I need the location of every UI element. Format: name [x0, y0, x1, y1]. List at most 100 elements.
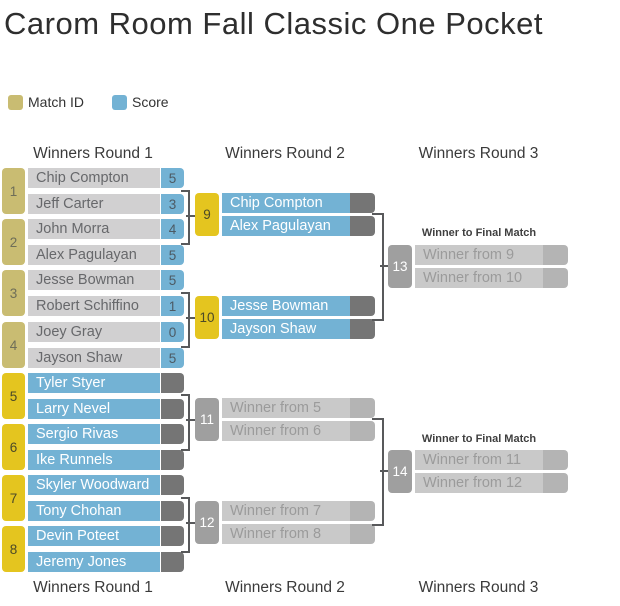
player-name: Chip Compton — [222, 193, 350, 213]
player-score — [161, 373, 184, 393]
score-swatch-icon — [112, 94, 128, 110]
player-name: Alex Pagulayan — [222, 216, 350, 236]
player-name: Jeremy Jones — [28, 552, 160, 572]
player-score — [161, 552, 184, 572]
player-score: 3 — [161, 194, 184, 214]
match-id-tab: 13 — [388, 245, 412, 288]
player-name: Robert Schiffino — [28, 296, 160, 316]
bracket-connector — [181, 497, 190, 553]
match-9[interactable]: 9 Chip Compton Alex Pagulayan — [195, 193, 375, 236]
player-score: 1 — [161, 296, 184, 316]
bracket-connector — [181, 292, 190, 348]
player-score — [161, 399, 184, 419]
match-id-tab: 1 — [2, 168, 25, 214]
match-14[interactable]: 14 Winner from 11 Winner from 12 — [388, 450, 568, 493]
player-name: John Morra — [28, 219, 160, 239]
match-7[interactable]: 7 Skyler Woodward Tony Chohan — [2, 475, 184, 521]
player-score: 0 — [161, 322, 184, 342]
match-id-tab: 11 — [195, 398, 219, 441]
player-name: Jeff Carter — [28, 194, 160, 214]
player-score — [161, 501, 184, 521]
match-12[interactable]: 12 Winner from 7 Winner from 8 — [195, 501, 375, 544]
match-id-tab: 8 — [2, 526, 25, 572]
player-name: Jayson Shaw — [222, 319, 350, 339]
player-name: Jayson Shaw — [28, 348, 160, 368]
player-score: 5 — [161, 348, 184, 368]
player-name: Skyler Woodward — [28, 475, 160, 495]
player-name: Tony Chohan — [28, 501, 160, 521]
player-name: Winner from 6 — [222, 421, 350, 441]
player-name: Winner from 12 — [415, 473, 543, 493]
player-name: Sergio Rivas — [28, 424, 160, 444]
match-id-tab: 7 — [2, 475, 25, 521]
player-name: Tyler Styer — [28, 373, 160, 393]
bracket-connector — [186, 317, 195, 319]
match-6[interactable]: 6 Sergio Rivas Ike Runnels — [2, 424, 184, 470]
player-score — [543, 245, 568, 265]
match-10[interactable]: 10 Jesse Bowman Jayson Shaw — [195, 296, 375, 339]
legend: Match ID Score — [8, 94, 169, 110]
player-name: Winner from 9 — [415, 245, 543, 265]
bracket-connector — [380, 265, 388, 267]
bracket-connector — [372, 418, 384, 526]
match-11[interactable]: 11 Winner from 5 Winner from 6 — [195, 398, 375, 441]
match-id-tab: 2 — [2, 219, 25, 265]
player-name: Winner from 11 — [415, 450, 543, 470]
bracket-connector — [181, 190, 190, 245]
player-score — [161, 475, 184, 495]
player-score: 4 — [161, 219, 184, 239]
player-score: 5 — [161, 245, 184, 265]
match-5[interactable]: 5 Tyler Styer Larry Nevel — [2, 373, 184, 419]
player-score — [350, 296, 375, 316]
player-score — [161, 450, 184, 470]
player-name: Winner from 10 — [415, 268, 543, 288]
match-id-swatch-icon — [8, 94, 23, 110]
column-header-winners-round-3: Winners Round 3 — [418, 145, 539, 162]
match-id-tab: 10 — [195, 296, 219, 339]
column-footer-winners-round-2: Winners Round 2 — [225, 579, 345, 596]
match-id-tab: 14 — [388, 450, 412, 493]
match-8[interactable]: 8 Devin Poteet Jeremy Jones — [2, 526, 184, 572]
bracket-connector — [186, 215, 195, 217]
column-footer-winners-round-3: Winners Round 3 — [418, 579, 539, 596]
player-score — [350, 398, 375, 418]
player-name: Devin Poteet — [28, 526, 160, 546]
player-name: Jesse Bowman — [222, 296, 350, 316]
player-score — [350, 193, 375, 213]
player-score — [350, 501, 375, 521]
player-score — [161, 526, 184, 546]
player-score: 5 — [161, 168, 184, 188]
match-13[interactable]: 13 Winner from 9 Winner from 10 — [388, 245, 568, 288]
match-id-tab: 12 — [195, 501, 219, 544]
player-name: Winner from 7 — [222, 501, 350, 521]
match-id-tab: 9 — [195, 193, 219, 236]
bracket-connector — [186, 419, 195, 421]
player-score — [350, 421, 375, 441]
winner-to-final-label: Winner to Final Match — [421, 433, 537, 445]
player-score — [543, 268, 568, 288]
player-name: Chip Compton — [28, 168, 160, 188]
legend-label: Score — [132, 94, 169, 110]
bracket-connector — [380, 470, 388, 472]
player-score — [543, 473, 568, 493]
player-name: Winner from 5 — [222, 398, 350, 418]
match-id-tab: 6 — [2, 424, 25, 470]
player-name: Jesse Bowman — [28, 270, 160, 290]
player-score — [543, 450, 568, 470]
player-score — [350, 319, 375, 339]
player-name: Joey Gray — [28, 322, 160, 342]
player-score — [350, 216, 375, 236]
bracket-connector — [186, 522, 195, 524]
column-header-winners-round-2: Winners Round 2 — [225, 145, 345, 162]
player-name: Alex Pagulayan — [28, 245, 160, 265]
player-score — [161, 424, 184, 444]
winner-to-final-label: Winner to Final Match — [421, 227, 537, 239]
player-score: 5 — [161, 270, 184, 290]
bracket-connector — [372, 213, 384, 321]
legend-label: Match ID — [28, 94, 85, 110]
column-header-winners-round-1: Winners Round 1 — [33, 145, 153, 162]
